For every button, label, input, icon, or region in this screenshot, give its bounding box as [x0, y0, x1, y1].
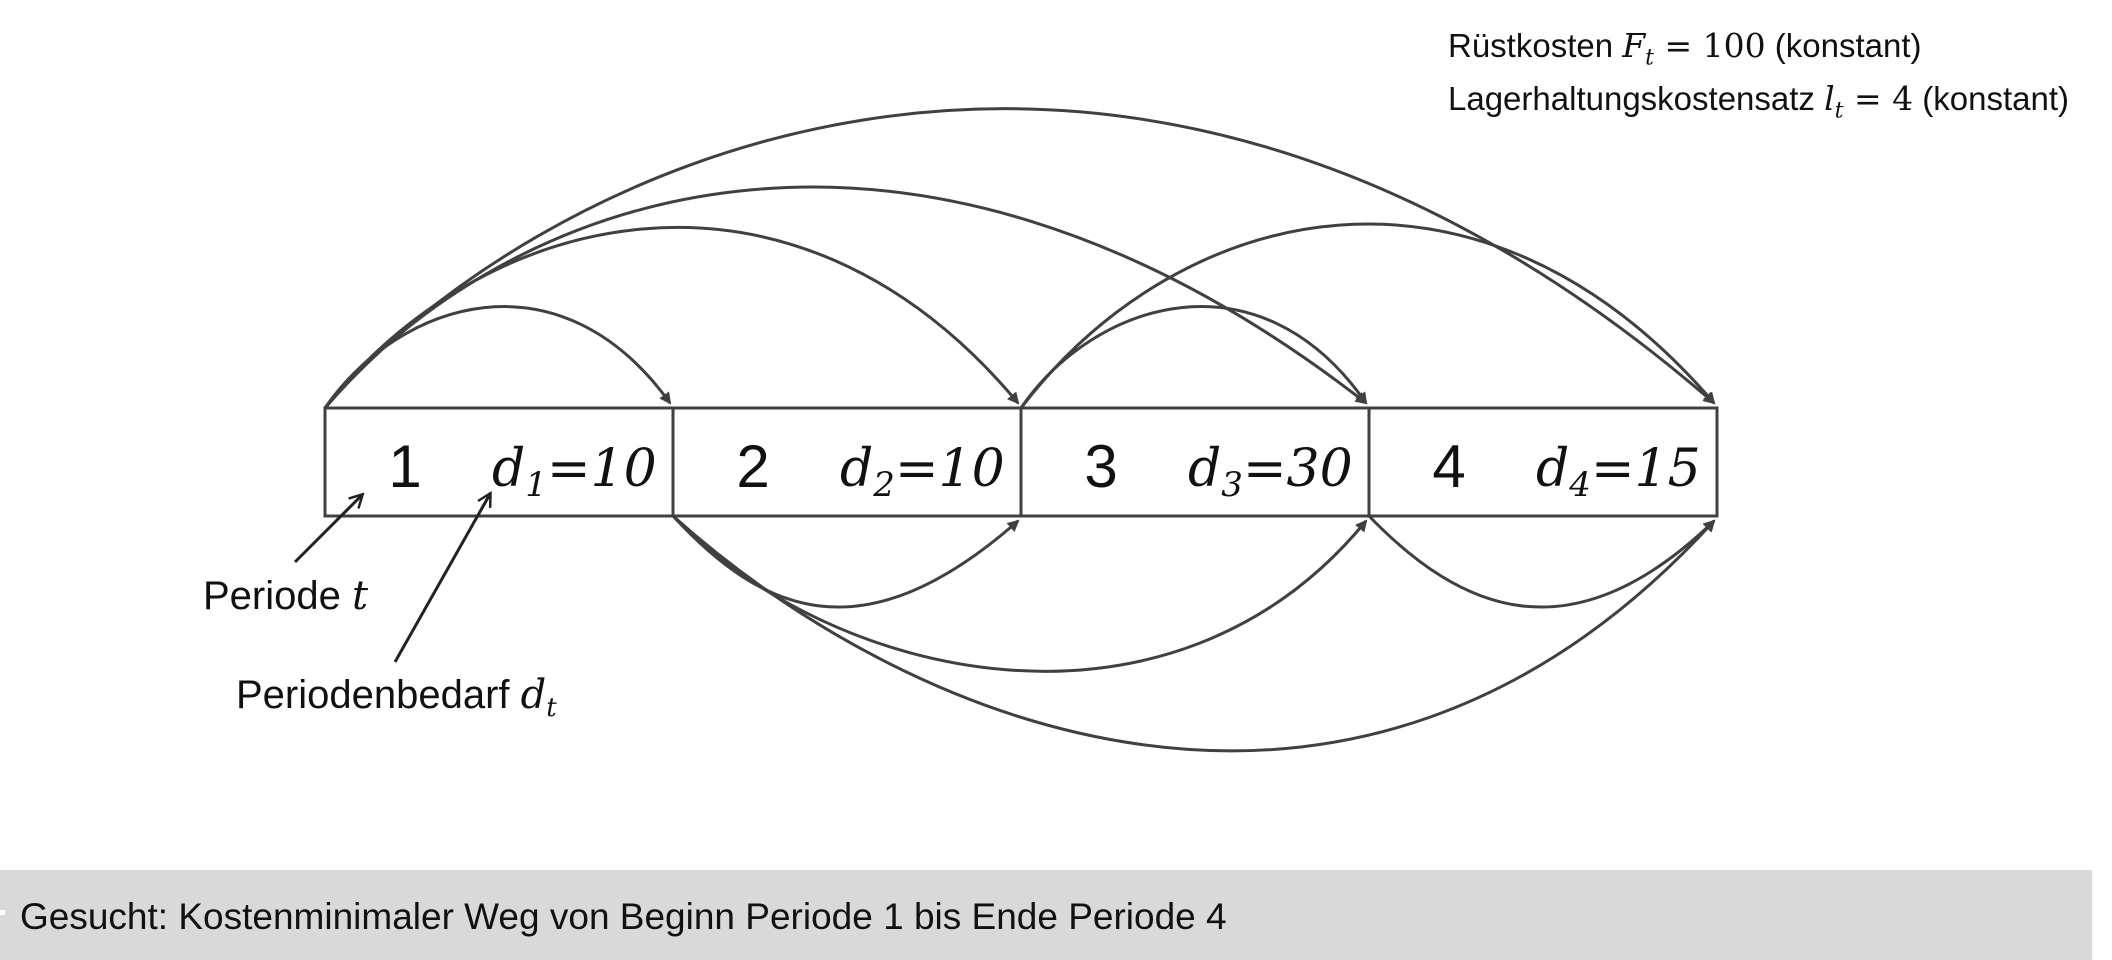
holding-cost-equals: = [1843, 78, 1893, 118]
task-footer-bar: Gesucht: Kostenminimaler Weg von Beginn … [0, 870, 2092, 960]
footer-marker [0, 910, 5, 915]
demand-label-2: d2=10 [840, 439, 1005, 505]
setup-cost-value: 100 [1702, 26, 1766, 65]
holding-cost-value: 4 [1892, 78, 1914, 118]
arc-1-to-3 [323, 185, 1368, 409]
arc-4-to-4 [1367, 514, 1716, 609]
arc-1-to-4 [323, 107, 1716, 409]
period-row [323, 406, 1719, 518]
cost-parameters-note: Rüstkosten Ft = 100 (konstant) Lagerhalt… [1448, 26, 2069, 131]
setup-cost-suffix: (konstant) [1765, 27, 1922, 64]
setup-cost-line: Rüstkosten Ft = 100 (konstant) [1448, 26, 2069, 79]
period-box-1 [323, 406, 675, 518]
pointer-arrows [293, 494, 490, 663]
holding-cost-suffix: (konstant) [1913, 79, 2070, 117]
period-box-4 [1367, 406, 1719, 518]
period-number-2: 2 [736, 433, 769, 500]
arc-1-to-1 [323, 305, 672, 409]
demand-label-4: d4=15 [1536, 439, 1701, 505]
arcs-top [323, 107, 1716, 409]
arc-1-to-2 [323, 225, 1020, 409]
setup-cost-label: Rüstkosten [1448, 27, 1623, 64]
periode-pointer-arrow [293, 495, 362, 564]
holding-cost-label: Lagerhaltungskostensatz [1448, 79, 1825, 117]
period-box-3 [1019, 406, 1371, 518]
task-statement: Gesucht: Kostenminimaler Weg von Beginn … [20, 896, 1227, 937]
setup-cost-symbol: Ft [1622, 26, 1654, 71]
arcs-bottom [671, 514, 1716, 753]
setup-cost-equals: = [1654, 26, 1703, 65]
period-number-3: 3 [1084, 433, 1117, 500]
holding-cost-symbol: lt [1824, 78, 1844, 124]
periode-label: Periode t [203, 573, 369, 619]
period-number-1: 1 [388, 433, 421, 500]
demand-label-1: d1=10 [492, 439, 657, 505]
arc-2-to-4 [671, 514, 1716, 753]
arc-3-to-3 [1019, 305, 1368, 409]
periodenbedarf-label: Periodenbedarf dt [236, 672, 557, 723]
holding-cost-line: Lagerhaltungskostensatz lt = 4 (konstant… [1448, 79, 2069, 132]
period-number-4: 4 [1432, 433, 1465, 500]
demand-label-3: d3=30 [1188, 439, 1353, 505]
bedarf-pointer-arrow [393, 494, 490, 663]
arc-3-to-4 [1019, 222, 1716, 409]
period-box-2 [671, 406, 1023, 518]
